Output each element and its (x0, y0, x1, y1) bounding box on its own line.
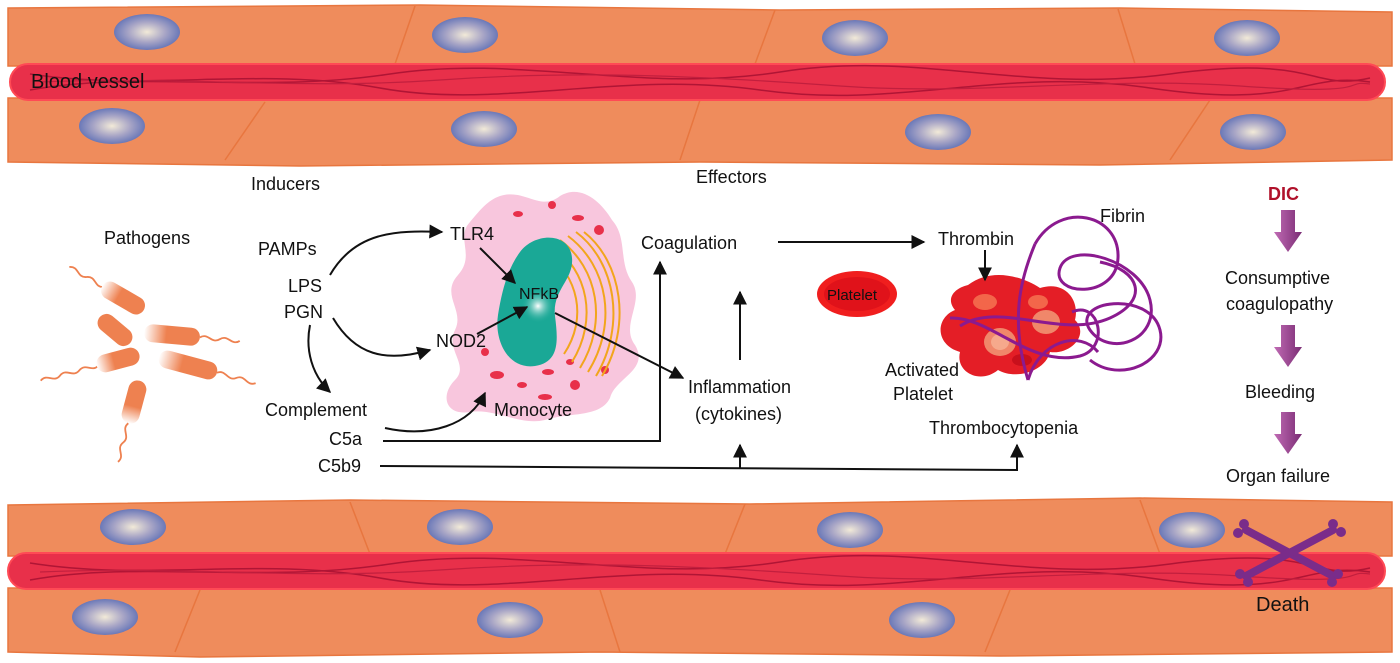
dic-down-arrow-icon (1274, 325, 1302, 367)
top-vessel-wall-lower (7, 97, 1393, 167)
top-vessel-nuclei (79, 14, 1286, 150)
granule (542, 369, 554, 375)
dic-label: DIC (1268, 184, 1299, 204)
arrow-nod2-to-nfkb (476, 306, 529, 335)
bleeding-label: Bleeding (1245, 382, 1315, 402)
granule (594, 225, 604, 235)
bottom-blood-vessel: Death (7, 497, 1393, 658)
inducers-label: Inducers (251, 174, 320, 194)
endothelial-nucleus (432, 17, 498, 53)
dic-down-arrow-icon (1274, 210, 1302, 252)
complement-label: Complement (265, 400, 367, 420)
top-vessel-wall-upper (7, 4, 1393, 67)
endothelial-nucleus (1214, 20, 1280, 56)
bacterium (117, 380, 147, 463)
bacterium (97, 313, 133, 347)
bottom-vessel-wall-lower (7, 587, 1393, 658)
endothelial-nucleus (451, 111, 517, 147)
arrow-c5a-to-monocyte (384, 391, 486, 433)
bacterium (69, 266, 145, 315)
dic-down-arrow-icon (1274, 412, 1302, 454)
top-vessel-lumen (9, 63, 1386, 101)
granule (538, 394, 552, 400)
granule (548, 201, 556, 209)
pamps-label: PAMPs (258, 239, 317, 259)
bacterium (40, 347, 140, 382)
arrow-pamps-to-tlr4 (329, 224, 444, 276)
inflammation-label: Inflammation (688, 377, 791, 397)
endothelial-nucleus (79, 108, 145, 144)
granule (517, 382, 527, 388)
monocyte-label: Monocyte (494, 400, 572, 420)
pgn-label: PGN (284, 302, 323, 322)
endothelial-nucleus (905, 114, 971, 150)
arrow-c5a-to-coagulation (383, 260, 667, 442)
granule (490, 371, 504, 379)
blood-vessel-label: Blood vessel (31, 71, 144, 93)
granule (481, 348, 489, 356)
endothelial-nucleus (822, 20, 888, 56)
nfkb-label: NFkB (519, 286, 559, 303)
monocyte-cell (446, 191, 639, 422)
fibrin-label: Fibrin (1100, 206, 1145, 226)
golgi-apparatus (545, 231, 621, 377)
bottom-vessel-nuclei (72, 509, 1225, 638)
fibrin-mesh (949, 215, 1163, 381)
arrow-c5b9-line (379, 443, 1024, 472)
coagulopathy-label: coagulopathy (1226, 294, 1333, 314)
bacterium (144, 324, 241, 346)
death-label: Death (1256, 594, 1309, 616)
bacteria-cluster (40, 266, 256, 463)
nod2-label: NOD2 (436, 331, 486, 351)
activated-platelet-label: Platelet (893, 384, 953, 404)
pathogens-label: Pathogens (104, 228, 190, 248)
c5b9-label: C5b9 (318, 456, 361, 476)
endothelial-nucleus (1159, 512, 1225, 548)
granule (570, 380, 580, 390)
endothelial-nucleus (100, 509, 166, 545)
effectors-label: Effectors (696, 167, 767, 187)
endothelial-nucleus (1220, 114, 1286, 150)
platelet (817, 271, 897, 317)
top-blood-vessel: Blood vessel (7, 4, 1393, 167)
arrow-nfkb-to-inflammation (554, 312, 685, 379)
thrombin-label: Thrombin (938, 229, 1014, 249)
endothelial-nucleus (889, 602, 955, 638)
endothelial-nucleus (427, 509, 493, 545)
arrow-pgn-to-nod2 (332, 317, 432, 361)
arrow-tlr4-to-nfkb (479, 247, 516, 284)
endothelial-nucleus (72, 599, 138, 635)
pathway-arrows (307, 224, 1024, 472)
granule (572, 215, 584, 221)
granule (513, 211, 523, 217)
endothelial-nucleus (114, 14, 180, 50)
c5a-label: C5a (329, 429, 363, 449)
endothelial-nucleus (477, 602, 543, 638)
platelet-label: Platelet (827, 287, 878, 304)
endothelial-nucleus (817, 512, 883, 548)
bottom-vessel-lumen (7, 552, 1386, 590)
activated-label: Activated (885, 360, 959, 380)
cytokines-label: (cytokines) (695, 404, 782, 424)
organ-failure-label: Organ failure (1226, 466, 1330, 486)
lps-label: LPS (288, 276, 322, 296)
consumptive-label: Consumptive (1225, 268, 1330, 288)
tlr4-label: TLR4 (450, 224, 494, 244)
bacterium (158, 350, 256, 385)
arrow-pgn-to-complement (307, 324, 332, 393)
coagulation-label: Coagulation (641, 233, 737, 253)
death-cross-icon (1233, 519, 1346, 587)
thrombocytopenia-label: Thrombocytopenia (929, 418, 1079, 438)
